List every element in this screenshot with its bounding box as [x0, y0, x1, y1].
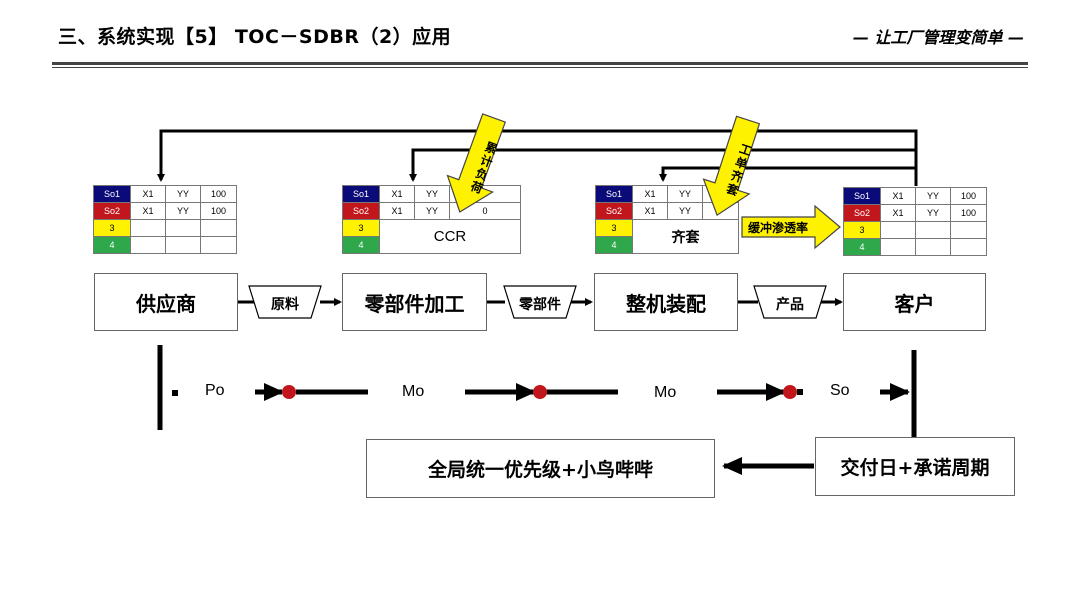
assembly-node: 整机装配 [594, 273, 738, 331]
supplier-node: 供应商 [94, 273, 238, 331]
transfer-shapes [248, 285, 827, 319]
page-title: 三、系统实现【5】 TOC－SDBR（2）应用 [58, 26, 452, 48]
due-date-box: 交付日+承诺周期 [815, 437, 1015, 496]
header-rule [52, 62, 1028, 65]
header-rule-thin [52, 67, 1028, 68]
mo-label-1: Mo [402, 383, 425, 400]
flow-dot [282, 385, 296, 399]
flow-dot [783, 385, 797, 399]
raw-material-label: 原料 [271, 297, 299, 313]
po-label: Po [205, 382, 225, 399]
priority-box: 全局统一优先级+小鸟哔哔 [366, 439, 715, 498]
product-label: 产品 [776, 297, 804, 313]
slogan: — 让工厂管理变简单 — [852, 28, 1024, 47]
customer-node: 客户 [843, 273, 986, 331]
flow-dot [533, 385, 547, 399]
ccr-label: CCR [379, 219, 521, 254]
kit-label: 齐套 [632, 219, 739, 254]
buffer-penetration-callout: 缓冲渗透率 [748, 221, 809, 235]
parts-label: 零部件 [519, 297, 561, 313]
mo-label-2: Mo [654, 384, 677, 401]
so-label: So [830, 382, 850, 399]
parts-processing-node: 零部件加工 [342, 273, 487, 331]
